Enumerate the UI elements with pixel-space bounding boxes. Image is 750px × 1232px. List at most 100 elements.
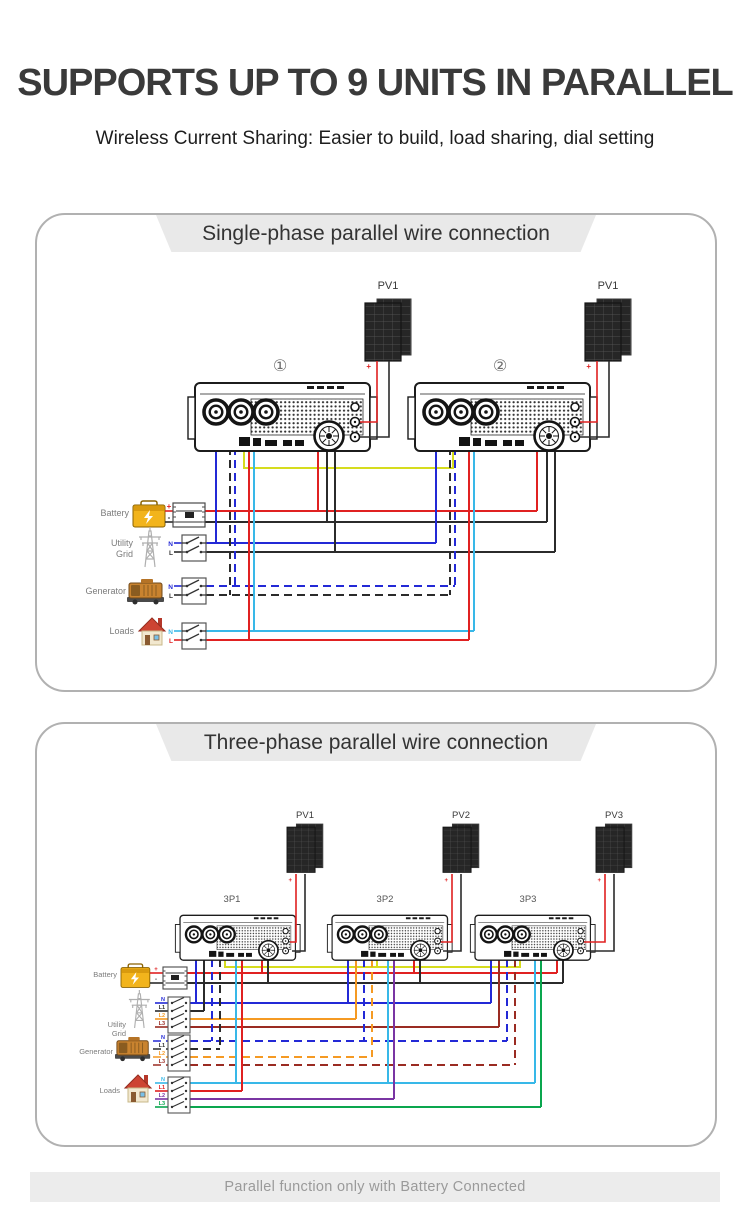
pv-label: PV1	[598, 280, 619, 292]
house-icon	[124, 1074, 152, 1103]
pv-wires	[360, 361, 610, 438]
wire-pv-positive	[290, 874, 297, 943]
generator-breaker-icon	[167, 1034, 191, 1072]
wire-grid-l2	[190, 959, 357, 1020]
generator-breaker-icon	[181, 577, 207, 605]
utility-grid-label: Utility	[108, 1020, 127, 1029]
inverter-icon	[174, 914, 302, 962]
wire-loads-l2	[190, 959, 395, 1100]
wire-battery-negative	[205, 447, 548, 523]
three-phase-panel: Three-phase parallel wire connection	[35, 722, 717, 1147]
wire-pv-positive	[360, 361, 378, 423]
generator-icon	[126, 578, 165, 605]
pv-panel-icon	[584, 298, 632, 362]
terminal-label-n: N	[168, 629, 173, 636]
battery-label: Battery	[100, 508, 129, 518]
wire-generator-l	[206, 447, 451, 596]
inverter-icon	[469, 914, 597, 962]
page-title: SUPPORTS UP TO 9 UNITS IN PARALLEL	[17, 62, 734, 104]
pv-wires	[290, 874, 615, 952]
pv-polarity-label: +	[288, 878, 292, 884]
terminal-label-n: N	[161, 997, 165, 1003]
loads-label: Loads	[109, 626, 134, 636]
wire-battery-negative	[187, 959, 564, 984]
unit-number-label: ①	[273, 358, 287, 375]
terminal-label-l2: L2	[159, 1093, 165, 1099]
pv-polarity-label: +	[597, 878, 601, 884]
unit-number-label: 3P1	[224, 894, 241, 905]
pv-label: PV1	[296, 810, 314, 821]
generator-row: Generator N L	[85, 577, 207, 605]
three-phase-banner: Three-phase parallel wire connection	[156, 724, 596, 761]
wire-loads-n	[190, 959, 536, 1084]
wire-grid-n	[206, 447, 437, 544]
wire-grid-l	[206, 447, 556, 553]
terminal-label-l3: L3	[159, 1101, 165, 1107]
pv-panel-icon	[286, 823, 324, 873]
generator-icon	[114, 1036, 151, 1062]
terminal-label-n: N	[161, 1035, 165, 1041]
wire-pv-positive	[584, 874, 606, 943]
battery-positive-label: +	[167, 502, 172, 511]
house-icon	[138, 617, 166, 646]
battery-row: Battery + -	[100, 500, 206, 528]
utility-grid-icon	[138, 526, 162, 568]
battery-negative-label: -	[155, 977, 157, 983]
battery-breaker-icon	[162, 966, 188, 990]
pv-label: PV1	[378, 280, 399, 292]
pv-panel-icon	[442, 823, 480, 873]
loads-row: Loads N L1 L2 L3	[100, 1074, 191, 1114]
pv-panel-icon	[595, 823, 633, 873]
wire-grid-n	[190, 959, 492, 1004]
loads-breaker-icon	[181, 622, 207, 650]
loads-row: Loads N L	[109, 617, 207, 650]
battery-icon	[132, 500, 166, 528]
wire-generator-l2	[190, 959, 373, 1058]
utility-grid-label: Grid	[116, 549, 133, 559]
utility-grid-row: Utility Grid N L	[111, 526, 207, 568]
wire-pv-negative	[580, 361, 610, 438]
loads-label: Loads	[100, 1086, 121, 1095]
wire-loads-l1	[190, 959, 243, 1092]
single-phase-panel: Single-phase parallel wire connection	[35, 213, 717, 692]
terminal-label-l1: L1	[159, 1005, 165, 1011]
wire-battery-positive	[205, 447, 538, 512]
single-phase-wires	[205, 447, 556, 641]
wire-loads-l3	[190, 959, 542, 1108]
wire-comm	[243, 447, 454, 469]
page-subtitle: Wireless Current Sharing: Easier to buil…	[95, 128, 655, 149]
wire-pv-negative	[586, 874, 615, 952]
utility-grid-label: Grid	[112, 1029, 126, 1038]
wire-grid-l1	[190, 959, 205, 1012]
unit-number-label: 3P2	[377, 894, 394, 905]
generator-label: Generator	[85, 586, 126, 596]
battery-positive-label: +	[154, 967, 158, 973]
three-phase-diagram: 3P1 3P2 3P3 PV1 PV2 PV3 + + + Ba	[79, 810, 633, 1114]
wire-loads-n	[206, 447, 475, 632]
wire-pv-positive	[580, 361, 598, 423]
terminal-label-l3: L3	[159, 1059, 165, 1065]
wire-pv-negative	[360, 361, 390, 438]
generator-label: Generator	[79, 1047, 113, 1056]
pv-label: PV3	[605, 810, 623, 821]
battery-breaker-icon	[172, 502, 206, 528]
utility-grid-icon	[128, 989, 151, 1029]
inverter-icon	[326, 914, 454, 962]
utility-grid-label: Utility	[111, 538, 133, 548]
footer-note: Parallel function only with Battery Conn…	[30, 1172, 720, 1202]
terminal-label-l: L	[169, 550, 173, 557]
wire-generator-n	[206, 447, 456, 587]
pv-polarity-label: +	[366, 362, 371, 371]
wire-loads-l	[206, 447, 470, 641]
battery-row: Battery + -	[93, 963, 188, 990]
pv-polarity-label: +	[444, 878, 448, 884]
terminal-label-l1: L1	[159, 1085, 165, 1091]
pv-panel-icon	[364, 298, 412, 362]
terminal-label-l1: L1	[159, 1043, 165, 1049]
wire-pv-negative	[292, 874, 306, 952]
wire-generator-l1	[190, 959, 221, 1050]
inverter-icon	[186, 381, 379, 453]
wire-pv-negative	[443, 874, 462, 952]
utility-grid-row: Utility Grid N L1 L2 L3	[108, 989, 191, 1038]
terminal-label-l: L	[169, 593, 173, 600]
